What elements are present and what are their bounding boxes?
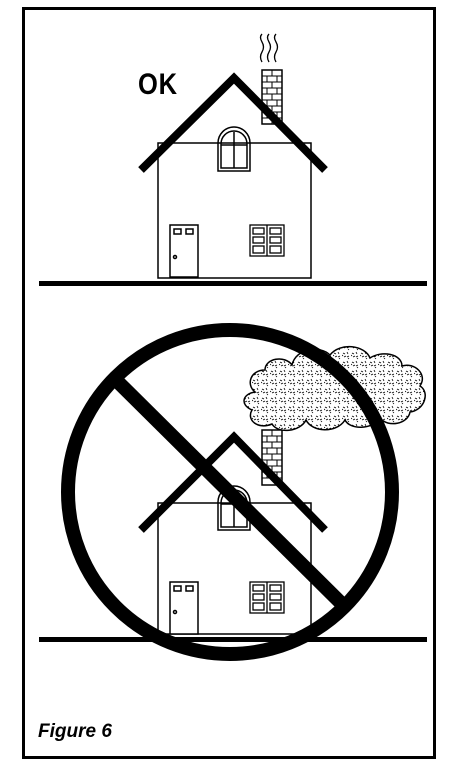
door-top-house [170,225,198,277]
smoke-cloud-icon [244,347,425,431]
door-bottom-house [170,582,198,634]
ground-line-bottom [39,637,427,642]
figure-caption: Figure 6 [38,721,112,743]
acceptable-house-scene [39,34,427,286]
smoke-wisps-icon [261,34,278,62]
side-window-top-house [250,225,284,256]
side-window-bottom-house [250,582,284,613]
ok-label: OK [138,68,178,102]
ground-line-top [39,281,427,286]
prohibited-house-scene [39,330,427,654]
